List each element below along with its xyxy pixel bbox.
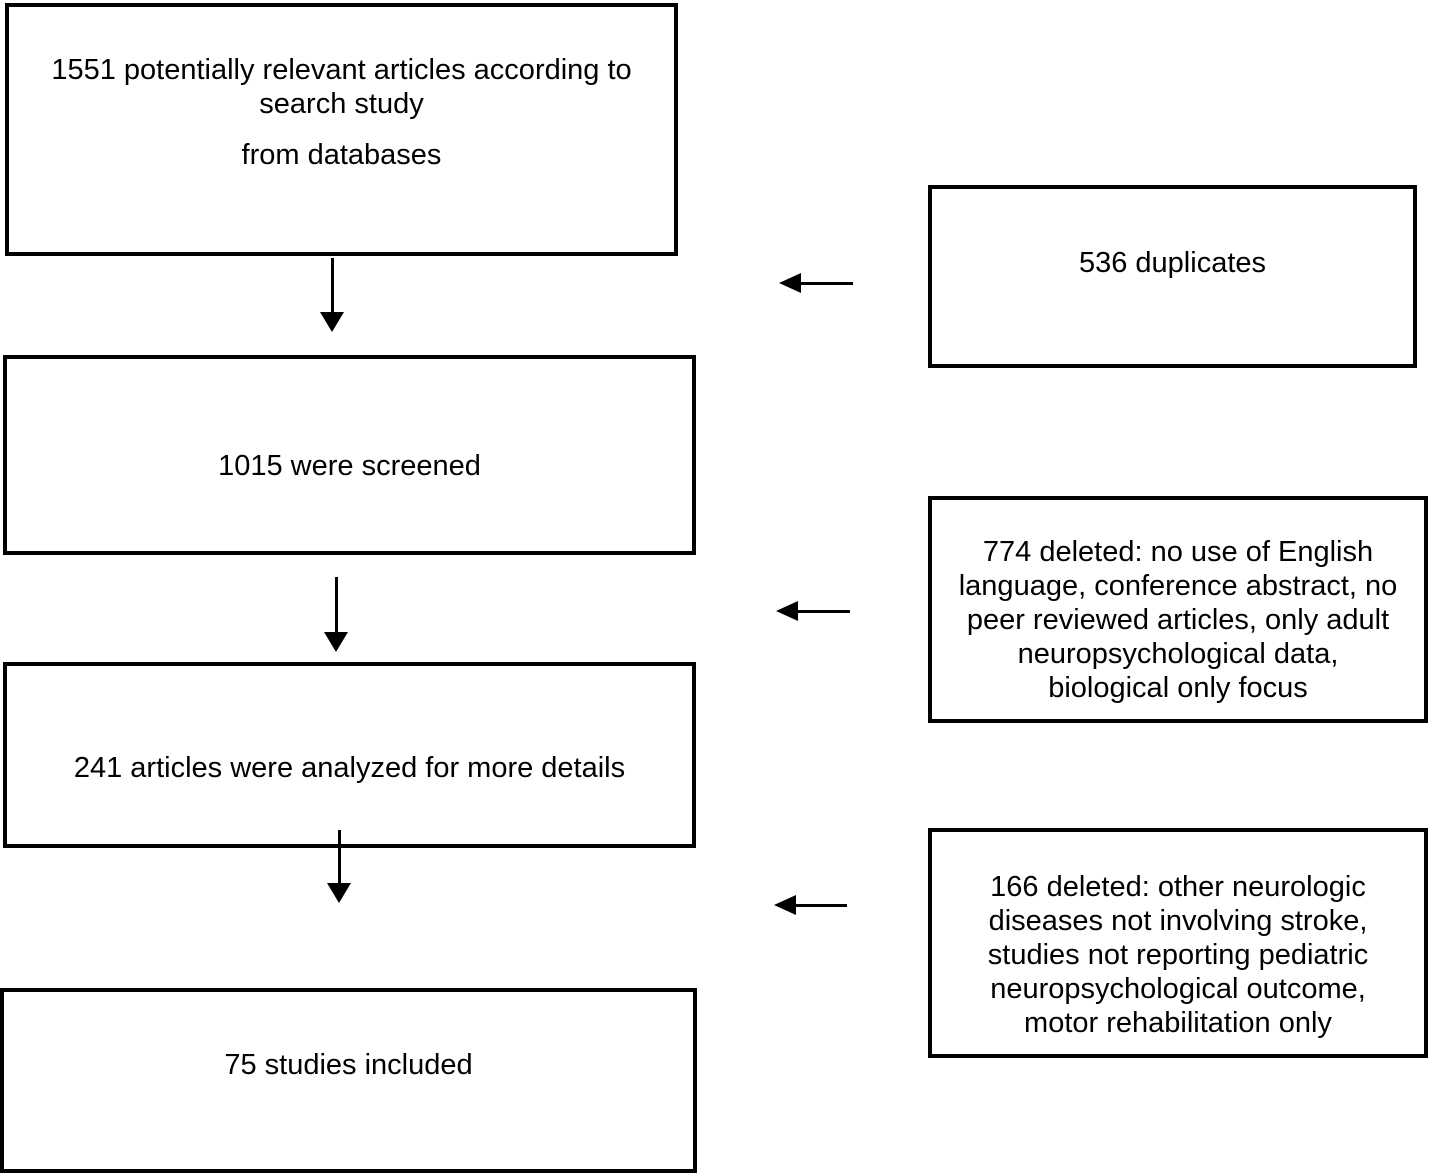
arrow-down-analyzed-to-included — [338, 830, 341, 884]
flow-box-screened: 1015 were screened — [3, 355, 696, 555]
flow-box-identified: 1551 potentially relevant articles accor… — [5, 3, 678, 256]
exclusion-box-text-line: 536 duplicates — [1078, 247, 1267, 279]
flow-box-text-line: from databases — [241, 139, 442, 171]
arrow-left-deleted-166 — [795, 904, 847, 907]
flow-box-text-line: search study — [259, 88, 424, 120]
exclusion-box-text-line: biological only focus — [1048, 671, 1308, 704]
exclusion-box-text-line: peer reviewed articles, only adult — [966, 603, 1390, 636]
arrow-down-identified-to-screened — [331, 258, 334, 313]
flow-box-text-line: 75 studies included — [224, 1048, 473, 1081]
exclusion-box-text-line: studies not reporting pediatric — [987, 939, 1369, 971]
arrow-down-screened-to-analyzed — [335, 577, 338, 633]
exclusion-box-text-line: language, conference abstract, no — [958, 569, 1398, 602]
arrow-left-deleted-774 — [797, 610, 850, 613]
exclusion-box-text-line: neuropsychological outcome, — [990, 973, 1366, 1005]
exclusion-box-duplicates: 536 duplicates — [928, 185, 1417, 368]
flow-box-analyzed: 241 articles were analyzed for more deta… — [3, 662, 696, 848]
arrow-down-head-icon — [327, 883, 351, 903]
flow-box-included: 75 studies included — [0, 988, 697, 1173]
exclusion-box-text-line: diseases not involving stroke, — [988, 905, 1368, 937]
flow-box-text-line: 1551 potentially relevant articles accor… — [51, 54, 632, 86]
exclusion-box-text-line: 774 deleted: no use of English — [982, 535, 1374, 568]
exclusion-box-text-line: neuropsychological data, — [1017, 637, 1339, 670]
arrow-left-head-icon — [776, 601, 798, 621]
exclusion-box-text-line: 166 deleted: other neurologic — [990, 871, 1366, 903]
arrow-left-duplicates — [800, 282, 853, 285]
exclusion-box-deleted-774: 774 deleted: no use of English language,… — [928, 496, 1428, 723]
exclusion-box-deleted-166: 166 deleted: other neurologic diseases n… — [928, 828, 1428, 1058]
flow-box-text-line: 1015 were screened — [218, 450, 481, 482]
arrow-left-head-icon — [779, 273, 801, 293]
flow-box-text-line: 241 articles were analyzed for more deta… — [73, 752, 626, 784]
arrow-down-head-icon — [320, 312, 344, 332]
arrow-down-head-icon — [324, 632, 348, 652]
arrow-left-head-icon — [774, 895, 796, 915]
exclusion-box-text-line: motor rehabilitation only — [1024, 1007, 1332, 1039]
